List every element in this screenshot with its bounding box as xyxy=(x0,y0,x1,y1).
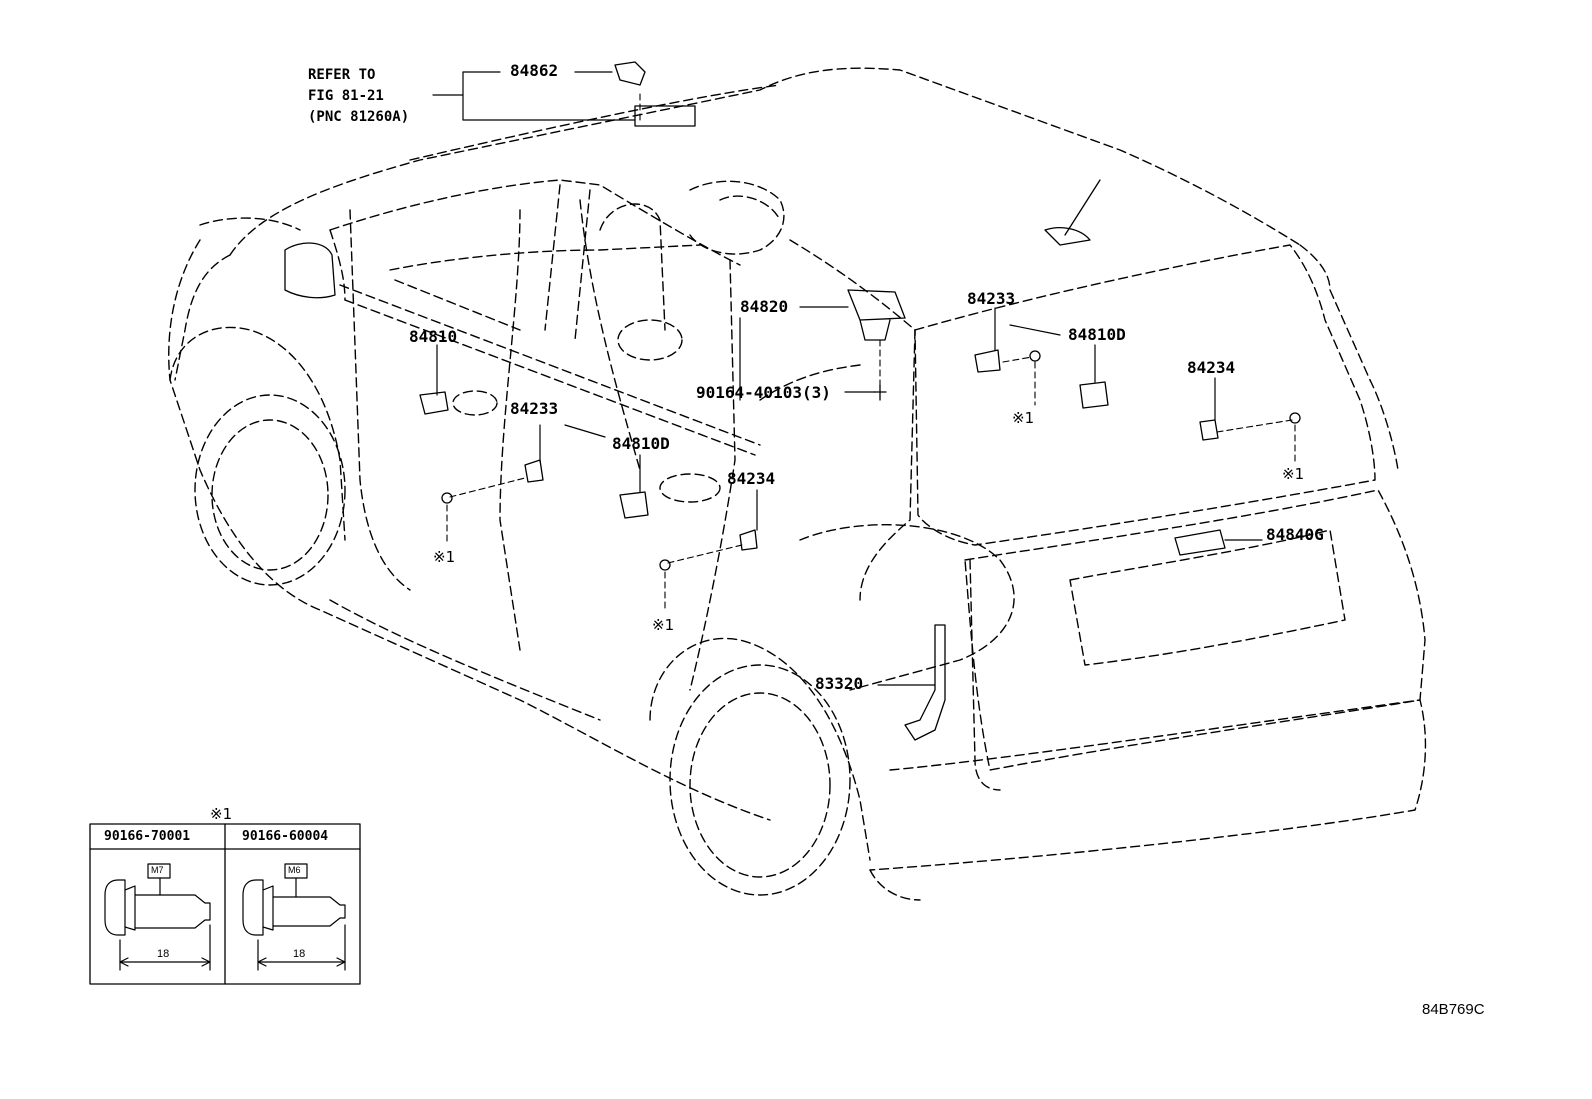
callout-84233-right: 84233 xyxy=(967,289,1016,308)
note-mark-1: ※1 xyxy=(433,548,456,566)
note-mark-4: ※1 xyxy=(1282,465,1305,483)
switch-84862 xyxy=(614,61,646,86)
callout-84234-right: 84234 xyxy=(1187,358,1236,377)
length-dim-col2: 18 xyxy=(293,948,306,960)
bolt-5 xyxy=(873,384,887,401)
callout-84810d-left: 84810D xyxy=(612,434,670,453)
table-note-mark: ※1 xyxy=(210,805,233,823)
callout-90164-40103: 90164-40103(3) xyxy=(696,383,831,402)
table-header-col2: 90166-60004 xyxy=(242,829,329,844)
switch-84810d-right xyxy=(1079,381,1109,409)
callout-84820: 84820 xyxy=(740,297,789,316)
bolt-1 xyxy=(441,492,453,504)
sensor-84233-left xyxy=(524,459,544,483)
dashed-fastener-links xyxy=(446,89,1296,613)
leader-lines xyxy=(432,71,1263,686)
size-tag-m7: M7 xyxy=(151,865,164,875)
callout-84840g: 84840G xyxy=(1266,525,1324,544)
switch-84810d-left xyxy=(619,491,649,519)
sensor-84234-right xyxy=(1199,419,1219,441)
fastener-drawings xyxy=(104,863,346,971)
table-header-col1: 90166-70001 xyxy=(104,829,191,844)
fuel-sender-83320 xyxy=(904,624,946,741)
vehicle-body-outline xyxy=(168,67,1427,901)
callout-84810: 84810 xyxy=(409,327,458,346)
wheels xyxy=(169,326,871,896)
callout-84862: 84862 xyxy=(510,61,559,80)
fastener-table-frame xyxy=(89,823,361,985)
figure-code: 84B769C xyxy=(1422,1001,1485,1018)
sensor-84234-mid xyxy=(739,529,758,551)
components xyxy=(284,61,1301,741)
switch-84820 xyxy=(847,289,906,341)
sensor-84233-right xyxy=(974,349,1001,373)
switch-84840g xyxy=(1174,529,1226,556)
callout-84234-mid: 84234 xyxy=(727,469,776,488)
refer-to-line-2: FIG 81-21 xyxy=(308,88,384,104)
bolt-3 xyxy=(1029,350,1041,362)
bolt-2 xyxy=(659,559,671,571)
roof-antenna xyxy=(1044,179,1101,246)
refer-to-line-3: (PNC 81260A) xyxy=(308,109,410,125)
roof-console xyxy=(634,105,696,127)
callout-83320: 83320 xyxy=(815,674,864,693)
bolt-4 xyxy=(1289,412,1301,424)
callout-84233-left: 84233 xyxy=(510,399,559,418)
length-dim-col1: 18 xyxy=(157,948,170,960)
note-mark-2: ※1 xyxy=(652,616,675,634)
callout-84810d-right: 84810D xyxy=(1068,325,1126,344)
size-tag-m6: M6 xyxy=(288,865,301,875)
side-mirror xyxy=(284,242,336,299)
note-mark-3: ※1 xyxy=(1012,409,1035,427)
switch-84810 xyxy=(419,391,449,415)
refer-to-line-1: REFER TO xyxy=(308,67,376,83)
